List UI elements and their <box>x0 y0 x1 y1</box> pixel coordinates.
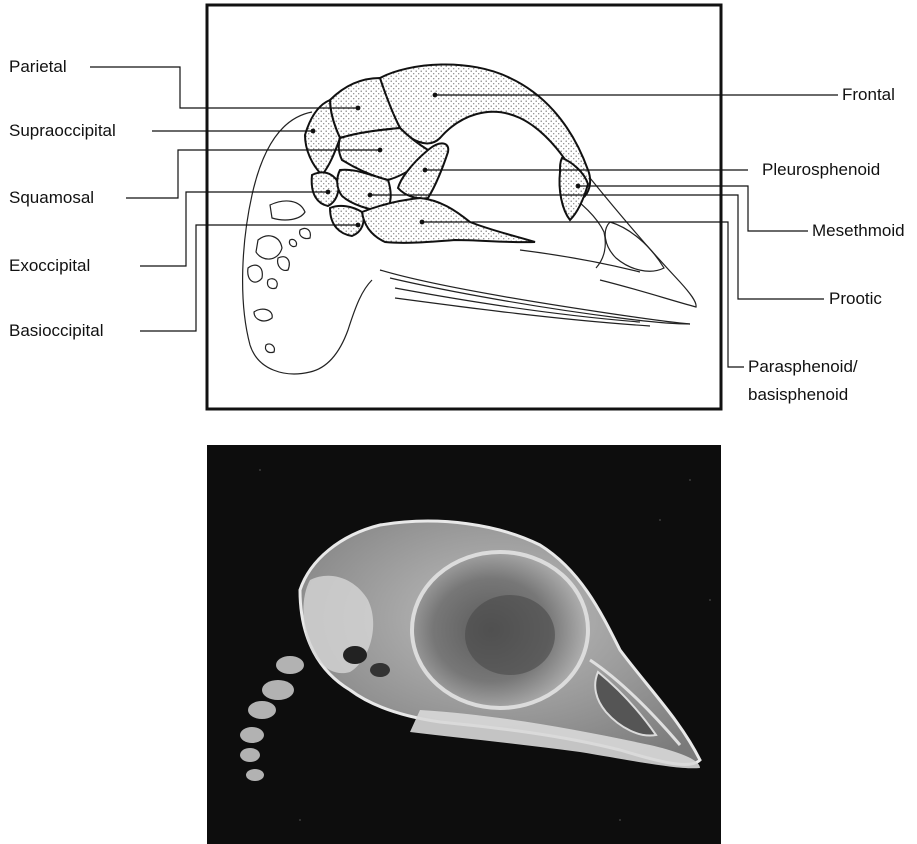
label-parietal: Parietal <box>9 57 67 77</box>
label-frontal: Frontal <box>842 85 895 105</box>
label-basioccipital: Basioccipital <box>9 321 104 341</box>
radiograph <box>207 445 721 844</box>
label-exoccipital: Exoccipital <box>9 256 90 276</box>
label-supraoccipital: Supraoccipital <box>9 121 116 141</box>
label-parasphenoid-line1: Parasphenoid/ <box>748 357 858 377</box>
label-squamosal: Squamosal <box>9 188 94 208</box>
label-prootic: Prootic <box>829 289 882 309</box>
label-mesethmoid: Mesethmoid <box>812 221 905 241</box>
label-parasphenoid-line2: basisphenoid <box>748 385 848 405</box>
label-pleurosphenoid: Pleurosphenoid <box>762 160 880 180</box>
